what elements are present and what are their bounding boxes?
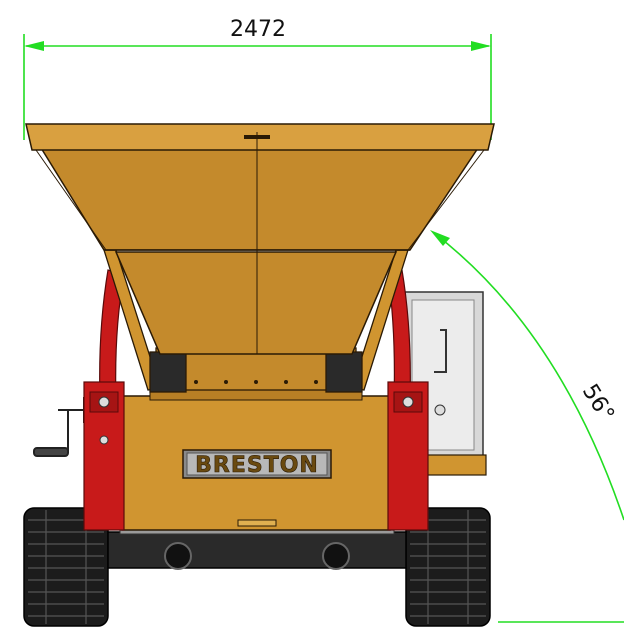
roller-right <box>322 542 350 570</box>
width-label: 2472 <box>230 17 286 42</box>
width-arrow-right <box>471 41 491 51</box>
angle-arrow <box>430 230 450 246</box>
right-track <box>405 507 491 627</box>
hopper <box>25 123 495 355</box>
hopper-support <box>103 249 409 393</box>
angle-dimension <box>430 230 624 623</box>
width-arrow-left <box>24 41 44 51</box>
hopper-lower-section <box>114 251 398 355</box>
angle-arc <box>433 232 624 521</box>
roller-left <box>164 542 192 570</box>
brand-name: BRESTON <box>195 453 319 478</box>
width-dimension <box>23 34 492 140</box>
right-frame <box>387 381 446 531</box>
left-frame <box>83 381 125 531</box>
left-track <box>23 507 109 627</box>
brand-plate: BRESTON <box>182 449 332 479</box>
